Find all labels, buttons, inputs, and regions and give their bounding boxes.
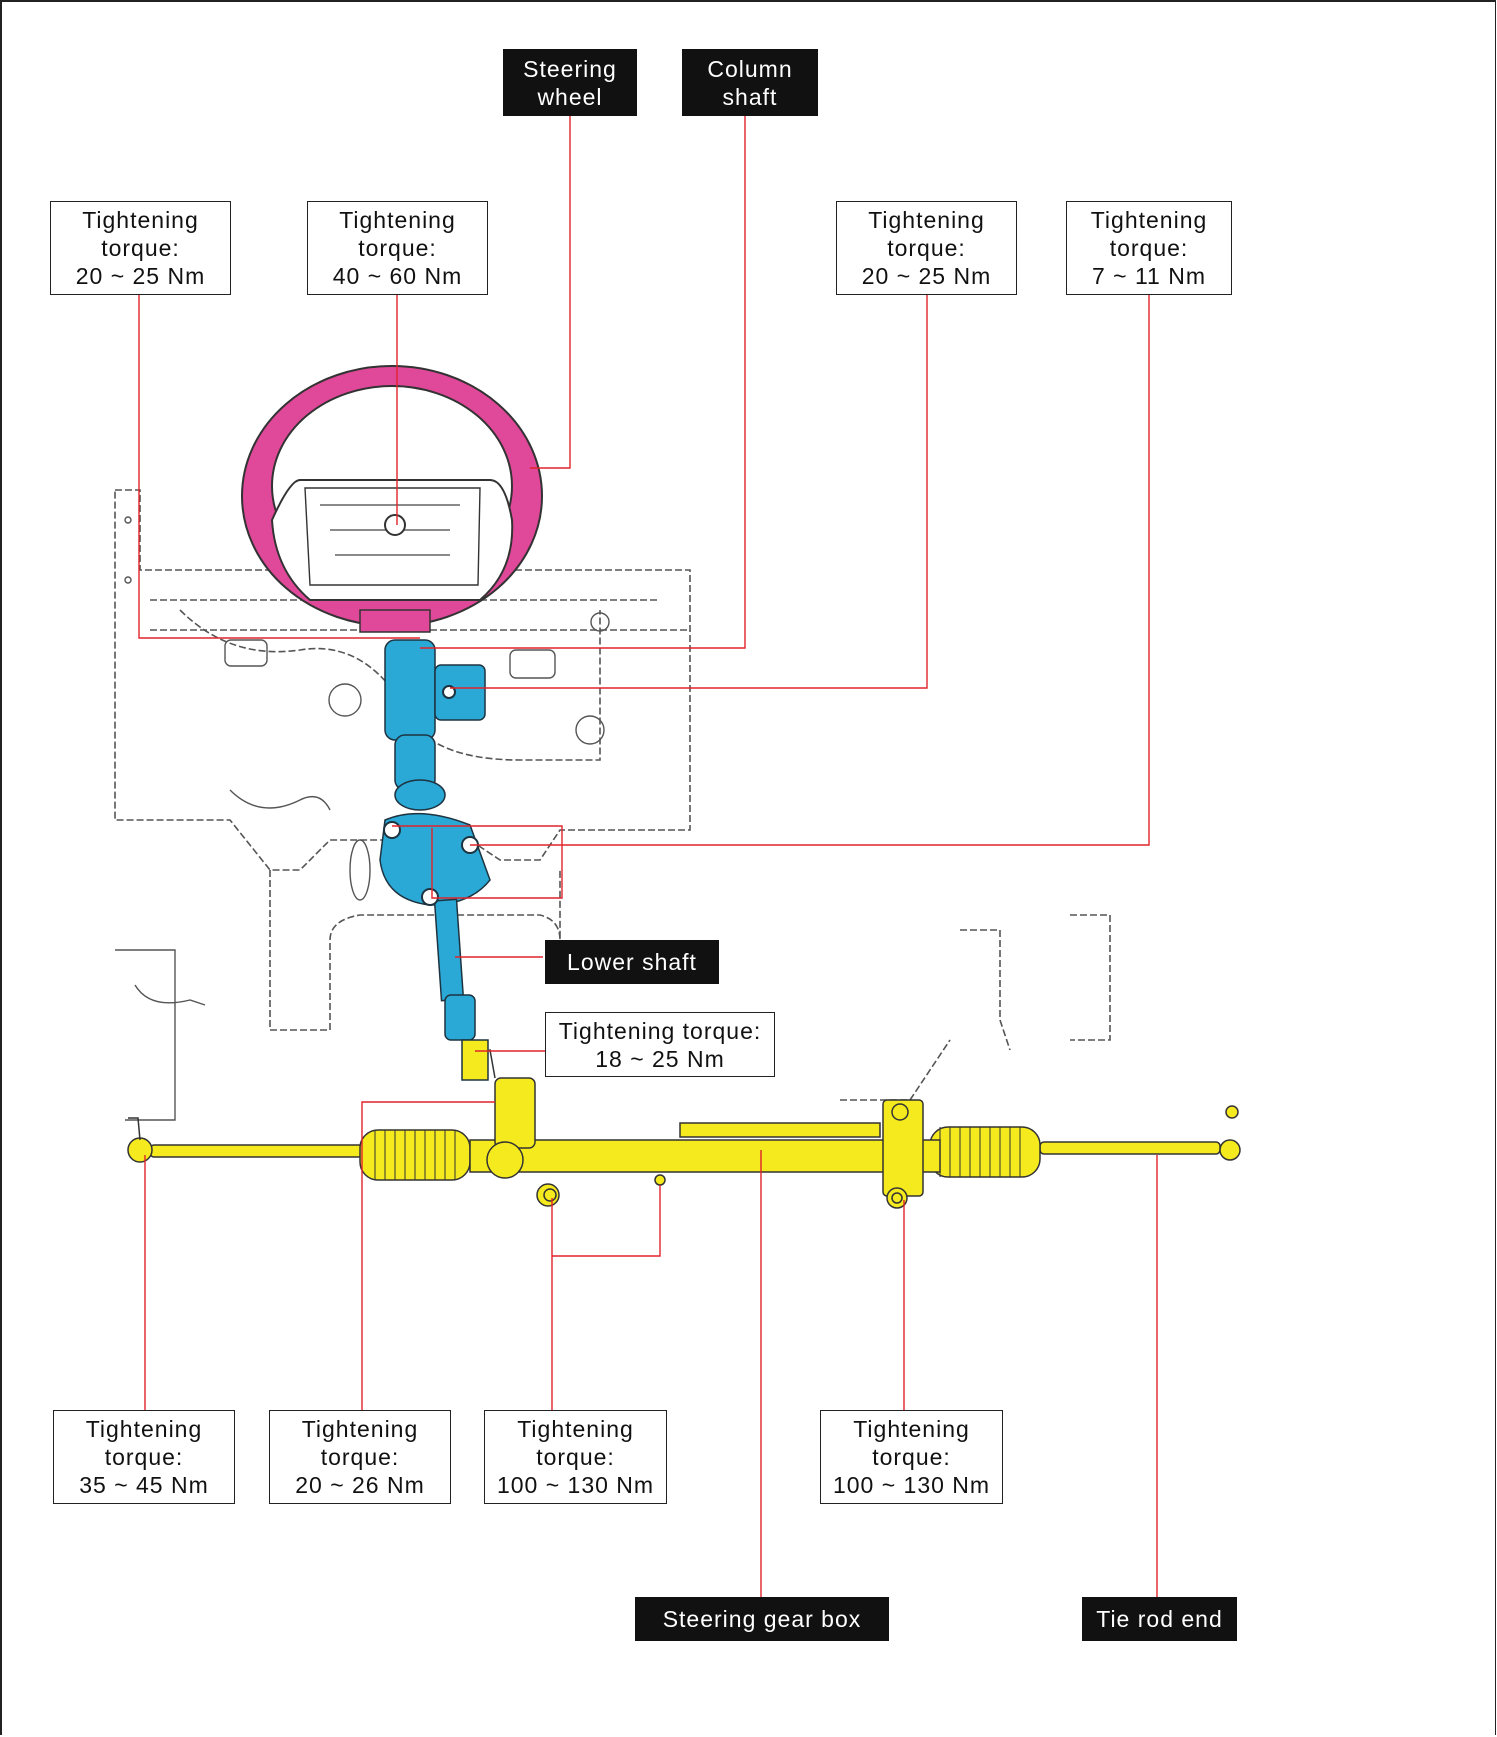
leader-lines [138, 110, 1158, 1597]
torque-callout-7: Tightening torque: 20 ~ 26 Nm [269, 1410, 451, 1504]
torque-callout-2: Tightening torque: 40 ~ 60 Nm [307, 201, 488, 295]
torque-callout-4-text: Tightening torque: 7 ~ 11 Nm [1090, 207, 1208, 289]
torque-callout-1: Tightening torque: 20 ~ 25 Nm [50, 201, 231, 295]
label-tie-rod-end-text: Tie rod end [1096, 1606, 1223, 1632]
torque-callout-8: Tightening torque: 100 ~ 130 Nm [484, 1410, 667, 1504]
torque-callout-9: Tightening torque: 100 ~ 130 Nm [820, 1410, 1003, 1504]
body-panel [114, 489, 1111, 1101]
label-steering-wheel: Steering wheel [503, 49, 637, 116]
torque-callout-1-text: Tightening torque: 20 ~ 25 Nm [75, 207, 206, 289]
label-steering-gear-box: Steering gear box [635, 1597, 889, 1641]
torque-callout-6-text: Tightening torque: 35 ~ 45 Nm [79, 1416, 209, 1498]
torque-callout-6: Tightening torque: 35 ~ 45 Nm [53, 1410, 235, 1504]
column-shaft-shape [379, 639, 491, 1081]
torque-callout-3: Tightening torque: 20 ~ 25 Nm [836, 201, 1017, 295]
label-tie-rod-end: Tie rod end [1082, 1597, 1237, 1641]
torque-callout-7-text: Tightening torque: 20 ~ 26 Nm [295, 1416, 425, 1498]
gear-box-boot-ribs [374, 1127, 1021, 1180]
torque-callout-5: Tightening torque: 18 ~ 25 Nm [545, 1012, 775, 1077]
label-steering-gear-box-text: Steering gear box [662, 1606, 862, 1632]
label-steering-wheel-text: Steering wheel [523, 55, 617, 110]
label-lower-shaft-text: Lower shaft [567, 949, 697, 975]
torque-callout-8-text: Tightening torque: 100 ~ 130 Nm [496, 1416, 655, 1498]
label-column-shaft-text: Column shaft [707, 55, 793, 110]
torque-callout-2-text: Tightening torque: 40 ~ 60 Nm [332, 207, 463, 289]
torque-callout-5-text: Tightening torque: 18 ~ 25 Nm [558, 1017, 762, 1072]
torque-callout-9-text: Tightening torque: 100 ~ 130 Nm [832, 1416, 991, 1498]
gear-box-shape [127, 1048, 1241, 1209]
body-panel-details [115, 516, 610, 1121]
label-lower-shaft: Lower shaft [545, 940, 719, 984]
label-column-shaft: Column shaft [682, 49, 818, 116]
torque-callout-4: Tightening torque: 7 ~ 11 Nm [1066, 201, 1232, 295]
gear-box-bolts [543, 1174, 903, 1204]
steering-wheel-shape [241, 365, 543, 633]
torque-callout-3-text: Tightening torque: 20 ~ 25 Nm [861, 207, 992, 289]
